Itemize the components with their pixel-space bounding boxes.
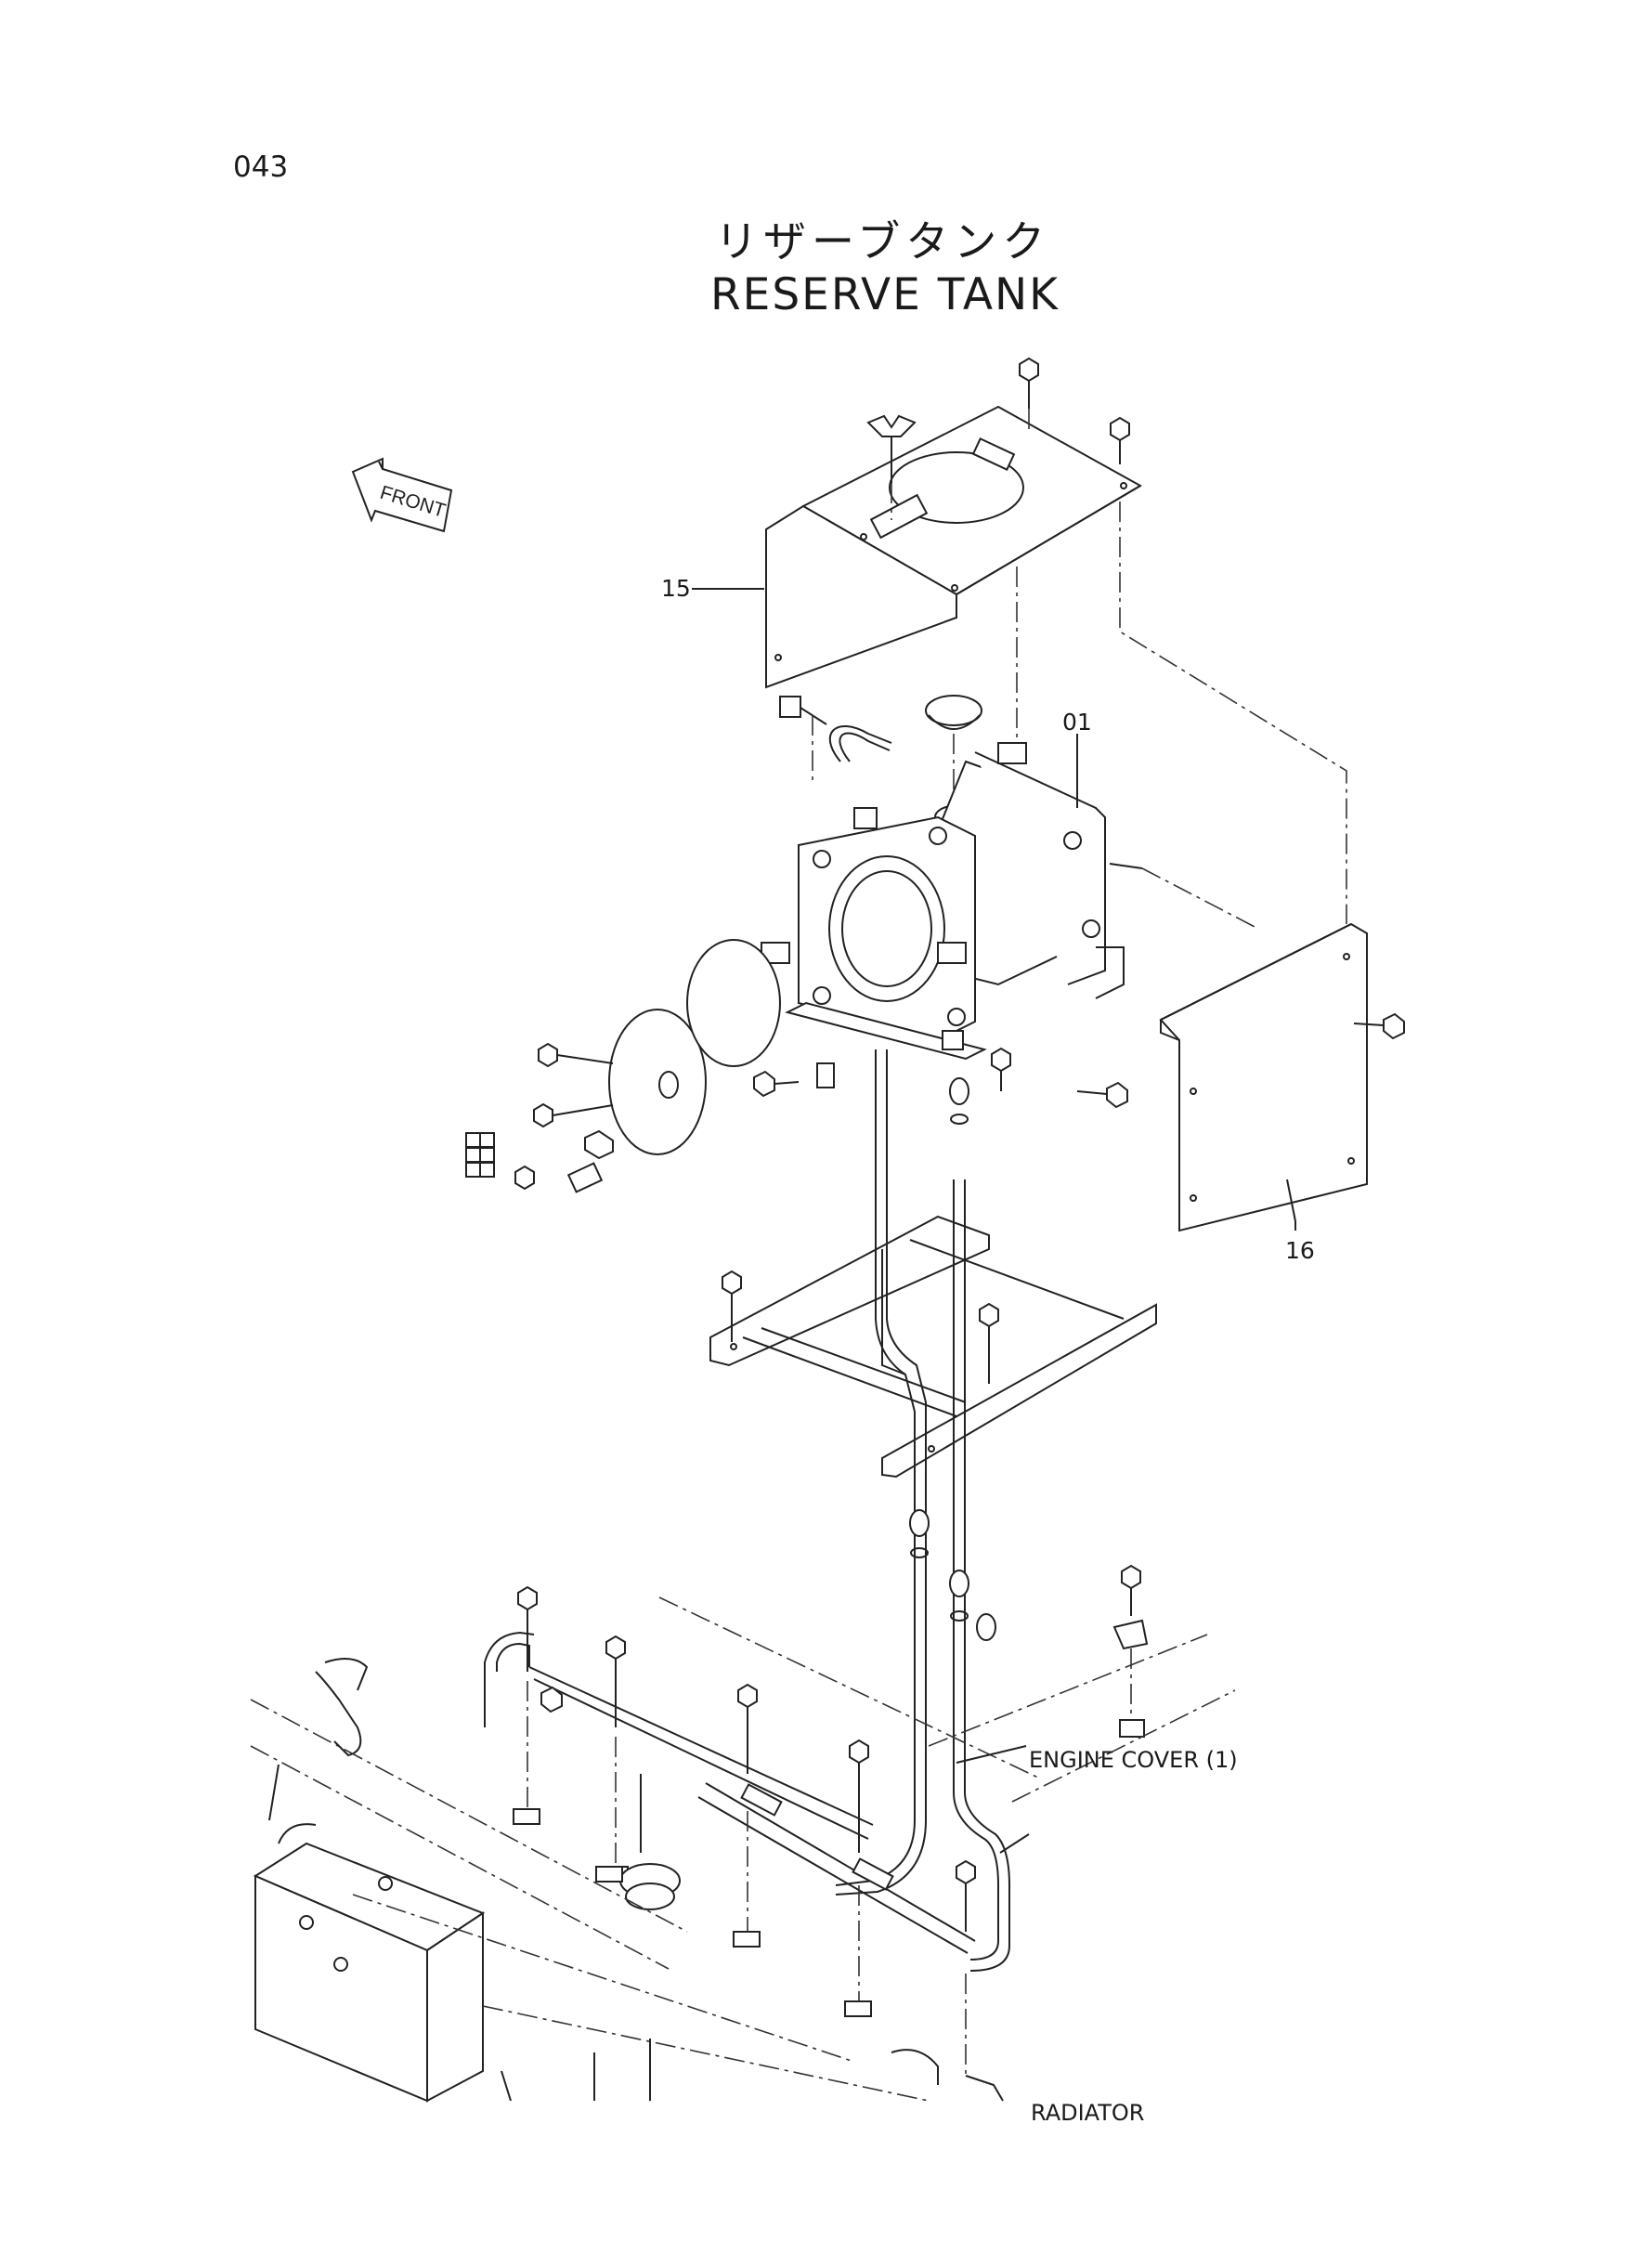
cap-icon [596, 1774, 680, 1909]
spec-blocks [466, 1133, 494, 1177]
bolt-icon [568, 1131, 613, 1192]
front-arrow-icon: FRONT [353, 459, 451, 531]
reserve-tank [761, 743, 1142, 1059]
bolt-icon [980, 1304, 998, 1384]
bolt-icon [1020, 358, 1038, 435]
bolt-icon [754, 1072, 799, 1096]
support-frame [710, 1217, 1156, 1477]
side-plate [1161, 924, 1367, 1231]
overflow-hose [836, 1049, 926, 1895]
callout-radiator: RADIATOR [1031, 2100, 1145, 2126]
hose-and-clamp [780, 697, 891, 780]
callout-part-15: 15 [661, 575, 691, 602]
title-japanese: リザーブタンク [715, 216, 1051, 267]
bolt-icon [1111, 418, 1129, 464]
return-hose [954, 1179, 1009, 1971]
bolt-icon [1354, 1014, 1404, 1038]
top-cover-plate [766, 407, 1140, 687]
title-english: RESERVE TANK [710, 269, 1060, 320]
bolt-icon [539, 1044, 613, 1066]
callout-part-16: 16 [1285, 1237, 1315, 1264]
callout-engine-cover: ENGINE COVER (1) [1029, 1747, 1238, 1773]
bolt-icon [514, 1587, 540, 1824]
bolt-icon [956, 1861, 975, 2076]
bolt-icon [734, 1685, 760, 1947]
callout-part-01: 01 [1062, 709, 1092, 736]
lower-pipe-assembly [485, 1633, 975, 1953]
radiator [251, 1659, 1003, 2101]
bolt-icon [992, 1049, 1010, 1091]
bolt-icon [1114, 1566, 1147, 1737]
page-number: 043 [233, 150, 289, 184]
wing-bolt-icon [868, 416, 915, 520]
bolt-icon [845, 1740, 871, 2016]
flange-plate [609, 940, 780, 1154]
bolt-icon [1077, 1083, 1127, 1107]
bolt-icon [722, 1271, 741, 1342]
bolt-icon [541, 1687, 562, 1712]
bolt-icon [515, 1166, 534, 1189]
bolt-icon [534, 1104, 613, 1127]
bolt-icon [602, 1636, 628, 1882]
